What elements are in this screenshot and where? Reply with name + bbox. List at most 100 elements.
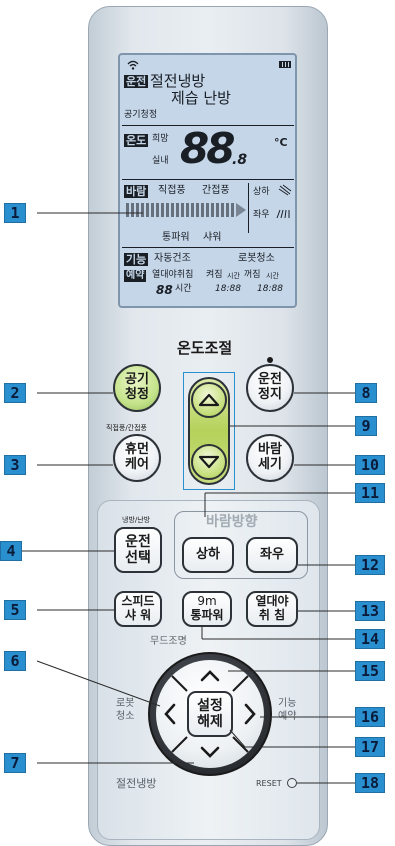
power-button-label-2: 정지: [258, 387, 282, 402]
wind-shower-label: 샤워: [203, 232, 222, 243]
lcd-divider: [122, 247, 294, 248]
temperature-down-button[interactable]: [191, 444, 227, 480]
reserve-sleep-label: 열대야취침: [152, 270, 194, 280]
reset-pinhole[interactable]: [287, 778, 297, 788]
wind-power-button-label-2: 세기: [258, 457, 282, 472]
callout-10: 10: [355, 455, 385, 475]
lcd-divider: [122, 179, 294, 180]
callout-17: 17: [355, 737, 385, 757]
sleep-button[interactable]: 열대야 취 침: [246, 591, 298, 627]
mode-select-button[interactable]: 운전 선택: [114, 527, 162, 573]
comfort-caption: 직접풍/간접풍: [106, 424, 147, 432]
wind-power-button-label-1: 바람: [258, 442, 282, 458]
temperature-rocker-frame: [183, 372, 235, 490]
wind-power-label: 통파워: [162, 232, 190, 243]
callout-8: 8: [355, 383, 377, 403]
swing-leftright-label: 좌우: [253, 210, 270, 220]
power-button-label-1: 운전: [258, 372, 282, 388]
callout-11: 11: [355, 483, 385, 503]
swing-updown-icon: [278, 184, 292, 196]
temp-indoor-label: 실내: [152, 156, 169, 166]
mode-label-1: 절전냉방: [150, 72, 206, 90]
reserve-on-unit: 시간: [227, 272, 240, 280]
set-cancel-button[interactable]: 설정 해제: [187, 691, 233, 737]
wind-badge: 바람: [124, 185, 149, 198]
wind-direction-title: 바람방향: [206, 514, 258, 530]
callout-12: 12: [355, 555, 385, 575]
pad-right-button[interactable]: [238, 699, 262, 729]
function-robot-label: 로봇청소: [238, 253, 275, 264]
reserve-badge: 예약: [124, 270, 147, 282]
wind-indirect-label: 간접풍: [202, 185, 230, 196]
human-care-button-label-2: 케어: [125, 457, 149, 472]
power-wind-label-1: 9m: [197, 594, 217, 609]
callout-6: 6: [4, 651, 26, 671]
lcd-divider: [248, 183, 249, 233]
reserve-on-clock: 18:88: [215, 284, 241, 294]
chevron-down-icon: [200, 746, 220, 758]
power-button[interactable]: 운전 정지: [246, 364, 294, 412]
speed-shower-label-2: 샤 워: [124, 608, 152, 622]
robot-clean-caption: 로봇 청소: [116, 697, 134, 723]
air-clean-button[interactable]: 공기 청정: [113, 364, 161, 412]
reserve-off-unit: 시간: [266, 272, 279, 280]
speed-shower-label-1: 스피드: [121, 594, 155, 609]
wind-strength-bar: [126, 203, 236, 217]
wind-updown-button[interactable]: 상하: [182, 537, 234, 573]
reserve-off-clock: 18:88: [257, 284, 283, 294]
wind-strength-arrow-icon: [236, 203, 246, 217]
callout-15: 15: [355, 661, 385, 681]
human-care-button[interactable]: 휴먼 케어: [113, 434, 161, 482]
triangle-up-icon: [198, 393, 220, 407]
function-reserve-caption-2: 예약: [278, 711, 297, 722]
speed-shower-button[interactable]: 스피드 샤 워: [114, 591, 162, 627]
battery-icon: [279, 61, 291, 68]
temp-digits: 88: [180, 124, 235, 173]
callout-7: 7: [4, 753, 26, 773]
mood-light-caption: 무드조명: [150, 636, 187, 647]
function-badge: 기능: [124, 253, 149, 266]
chevron-right-icon: [244, 703, 256, 725]
callout-5: 5: [4, 600, 26, 620]
reserve-hours-unit: 시간: [175, 284, 192, 294]
mode-label-2: 제습 난방: [171, 89, 231, 107]
callout-14: 14: [355, 629, 385, 649]
power-wind-label-2: 통파워: [190, 608, 224, 622]
saving-cooling-caption: 절전냉방: [116, 777, 157, 790]
function-reserve-caption: 기능 예약: [278, 697, 296, 723]
callout-2: 2: [4, 383, 26, 403]
temperature-up-button[interactable]: [191, 382, 227, 418]
reserve-on-label: 켜짐: [206, 270, 223, 280]
reserve-hours-digits: 88: [156, 283, 173, 297]
mode-select-label-2: 선택: [125, 550, 151, 566]
pad-down-button[interactable]: [195, 740, 225, 764]
wind-direction-group: [174, 511, 308, 579]
callout-16: 16: [355, 707, 385, 727]
mode-caption: 냉방/난방: [122, 516, 151, 524]
chevron-up-icon: [200, 670, 220, 682]
temperature-control-title: 온도조절: [177, 339, 233, 357]
reserve-off-label: 꺼짐: [244, 270, 261, 280]
power-indicator-dot: [267, 357, 273, 363]
wind-power-button[interactable]: 바람 세기: [246, 434, 294, 482]
callout-18: 18: [355, 773, 385, 793]
air-clean-button-label-2: 청정: [125, 387, 149, 402]
robot-clean-caption-1: 로봇: [116, 698, 135, 709]
wind-direct-label: 직접풍: [158, 185, 186, 196]
sleep-label-2: 취 침: [258, 608, 286, 622]
robot-clean-caption-2: 청소: [116, 711, 135, 722]
callout-4: 4: [0, 541, 22, 561]
pad-up-button[interactable]: [195, 664, 225, 688]
callout-9: 9: [355, 416, 377, 436]
callout-13: 13: [355, 601, 385, 621]
pad-left-button[interactable]: [158, 699, 182, 729]
triangle-down-icon: [198, 455, 220, 469]
power-wind-button[interactable]: 9m 통파워: [182, 591, 232, 627]
set-cancel-label-2: 해제: [197, 714, 223, 730]
callout-1: 1: [4, 203, 26, 223]
callout-3: 3: [4, 455, 26, 475]
reset-label: RESET: [256, 779, 282, 788]
wind-leftright-button[interactable]: 좌우: [246, 537, 298, 573]
lcd-display: 운전 절전냉방 제습 난방 공기청정 온도 희망 실내 88 .8 °C 바람 …: [118, 53, 297, 308]
air-clean-button-label-1: 공기: [125, 372, 149, 388]
